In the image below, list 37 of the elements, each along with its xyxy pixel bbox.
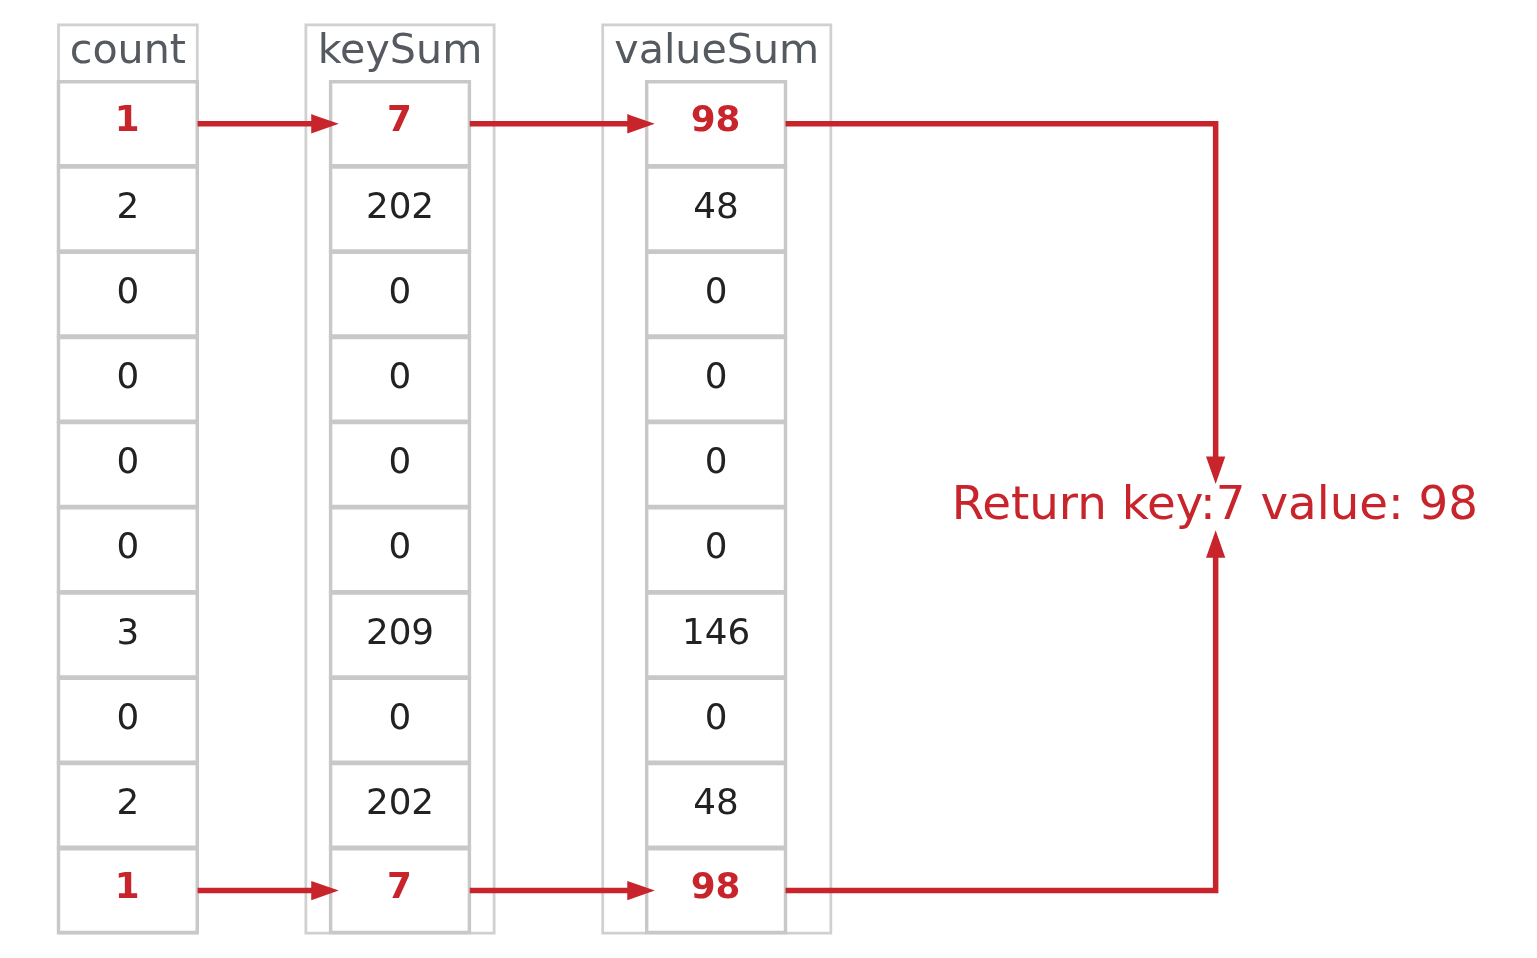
node-box: 0 [644,506,787,594]
node-box: 0 [328,676,471,764]
node-box: 0 [644,676,787,764]
node-box: 1 [56,80,199,168]
node-box: 0 [56,676,199,764]
node-box: 209 [328,591,471,679]
node-box: 0 [644,250,787,338]
node-box: 2 [56,761,199,850]
node-box: 0 [56,335,199,423]
arrow [469,114,655,134]
node-box: 48 [644,165,787,253]
node-box: 0 [644,420,787,509]
node-box: 146 [644,591,787,679]
node-box: 2 [56,165,199,253]
node-text: Return key:7 value: 98 [951,476,1478,531]
arrow [469,880,655,901]
node-box: 0 [328,335,471,423]
node-box: 98 [644,846,787,935]
node-box: 202 [328,165,471,253]
node-box: 3 [56,591,199,679]
node-box: 0 [328,250,471,338]
node-box: 0 [56,506,199,594]
node-box: 202 [328,761,471,850]
arrow [197,114,339,134]
node-box: 7 [328,80,471,168]
node-box: 0 [328,420,471,509]
node-box: 0 [56,420,199,509]
arrow [785,121,1225,485]
node-box: 98 [644,80,787,168]
node-box: 0 [328,506,471,594]
node-box: 48 [644,761,787,850]
arrow [785,530,1225,894]
node-box: 7 [328,846,471,935]
arrow [197,880,339,901]
node-box: 0 [644,335,787,423]
node-box: 0 [56,250,199,338]
node-box: 1 [56,846,199,935]
